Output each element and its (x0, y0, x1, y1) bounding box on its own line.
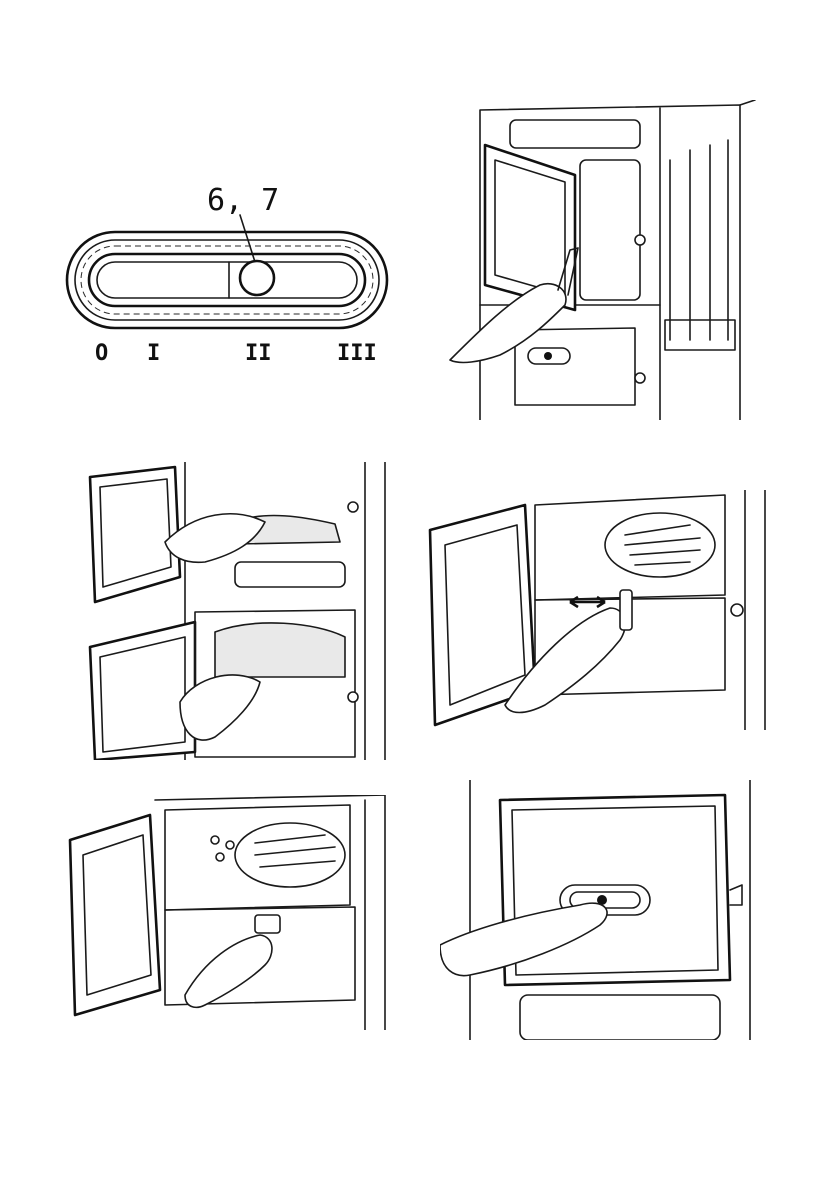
position-label-3: III (337, 341, 377, 365)
ash-pan-handle (255, 915, 280, 933)
panel-stove-open-door (440, 100, 770, 420)
panel-slider-diagram: 6, 7 O I II III (55, 170, 395, 365)
slider-track (97, 262, 357, 298)
slider-dashed-outline (81, 246, 373, 314)
position-label-1: I (147, 341, 160, 365)
kindling-lower (215, 623, 345, 677)
slider-knob (240, 261, 274, 295)
closed-door-slider-illustration (440, 780, 770, 1040)
shaker-lever (620, 590, 632, 630)
hand-shape (185, 935, 272, 1007)
panel-shaker-rod (425, 490, 780, 730)
hand-upper (165, 514, 265, 563)
slider-diagram: 6, 7 O I II III (55, 170, 395, 365)
panel-closed-door-slider (440, 780, 770, 1040)
ash-pan-illustration (65, 795, 405, 1030)
panel-ash-pan (65, 795, 405, 1030)
position-label-0: O (95, 341, 108, 365)
stove-open-door-illustration (440, 100, 770, 420)
position-label-2: II (245, 341, 272, 365)
loading-kindling-illustration (85, 462, 395, 760)
slider-inner-frame (75, 240, 379, 320)
panel-loading-kindling (85, 462, 395, 760)
shaker-rod-illustration (425, 490, 780, 730)
callout-label: 6, 7 (207, 183, 279, 218)
